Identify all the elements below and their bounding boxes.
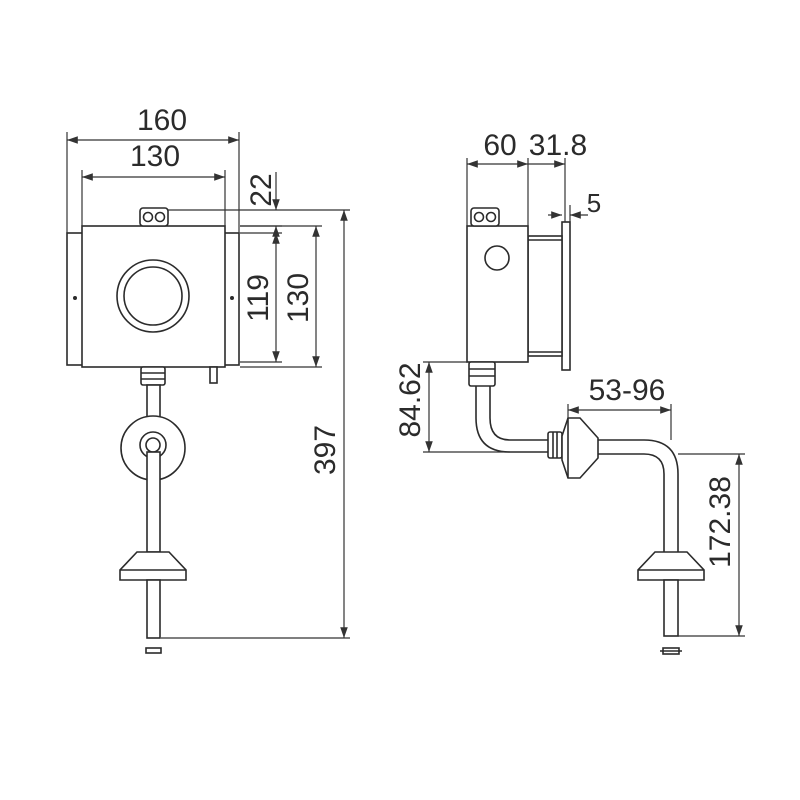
side-outlet-nut	[468, 361, 496, 387]
side-tail-pipe	[663, 579, 679, 637]
dim-label-5: 5	[587, 188, 601, 218]
front-tail-cap	[145, 647, 162, 654]
side-spacer	[527, 235, 563, 357]
front-button-inner	[123, 266, 183, 326]
side-horizontal-pipe	[598, 439, 679, 552]
dim-label-53-96: 53-96	[589, 374, 666, 407]
front-tail-pipe	[146, 579, 161, 639]
front-top-connector-hole-right	[154, 211, 166, 223]
side-wall-plate	[561, 221, 571, 371]
side-view	[466, 207, 705, 655]
dim-label-60: 60	[483, 129, 516, 162]
front-outlet-nut	[140, 366, 166, 386]
front-flange-core	[145, 437, 161, 453]
dim-label-160: 160	[137, 104, 187, 137]
dim-label-172-38: 172.38	[704, 476, 737, 568]
side-button-hole	[484, 245, 510, 271]
front-small-stem	[209, 366, 218, 384]
front-pipe-lower	[146, 451, 161, 553]
dim-label-84-62: 84.62	[394, 362, 427, 437]
side-dimensions: 60 31.8 5 84.62 53-96 172.38	[394, 129, 745, 637]
side-elbow-pipe	[475, 386, 550, 453]
front-top-connector-hole-left	[142, 211, 154, 223]
dim-label-119: 119	[242, 274, 275, 322]
side-wall-flange	[561, 417, 599, 479]
front-bottom-cone	[119, 551, 187, 581]
dim-label-31-8: 31.8	[529, 129, 587, 162]
dim-label-22: 22	[245, 173, 278, 206]
front-dimensions: 160 130 22 119 130 397	[66, 104, 350, 639]
dim-label-130-width: 130	[130, 140, 180, 173]
front-view	[66, 207, 240, 654]
front-right-pin	[230, 296, 234, 300]
side-bottom-cone	[637, 551, 705, 581]
dim-label-130-height: 130	[282, 273, 315, 323]
side-coupling	[547, 431, 563, 459]
front-left-pin	[73, 296, 77, 300]
dim-label-397: 397	[309, 425, 342, 475]
